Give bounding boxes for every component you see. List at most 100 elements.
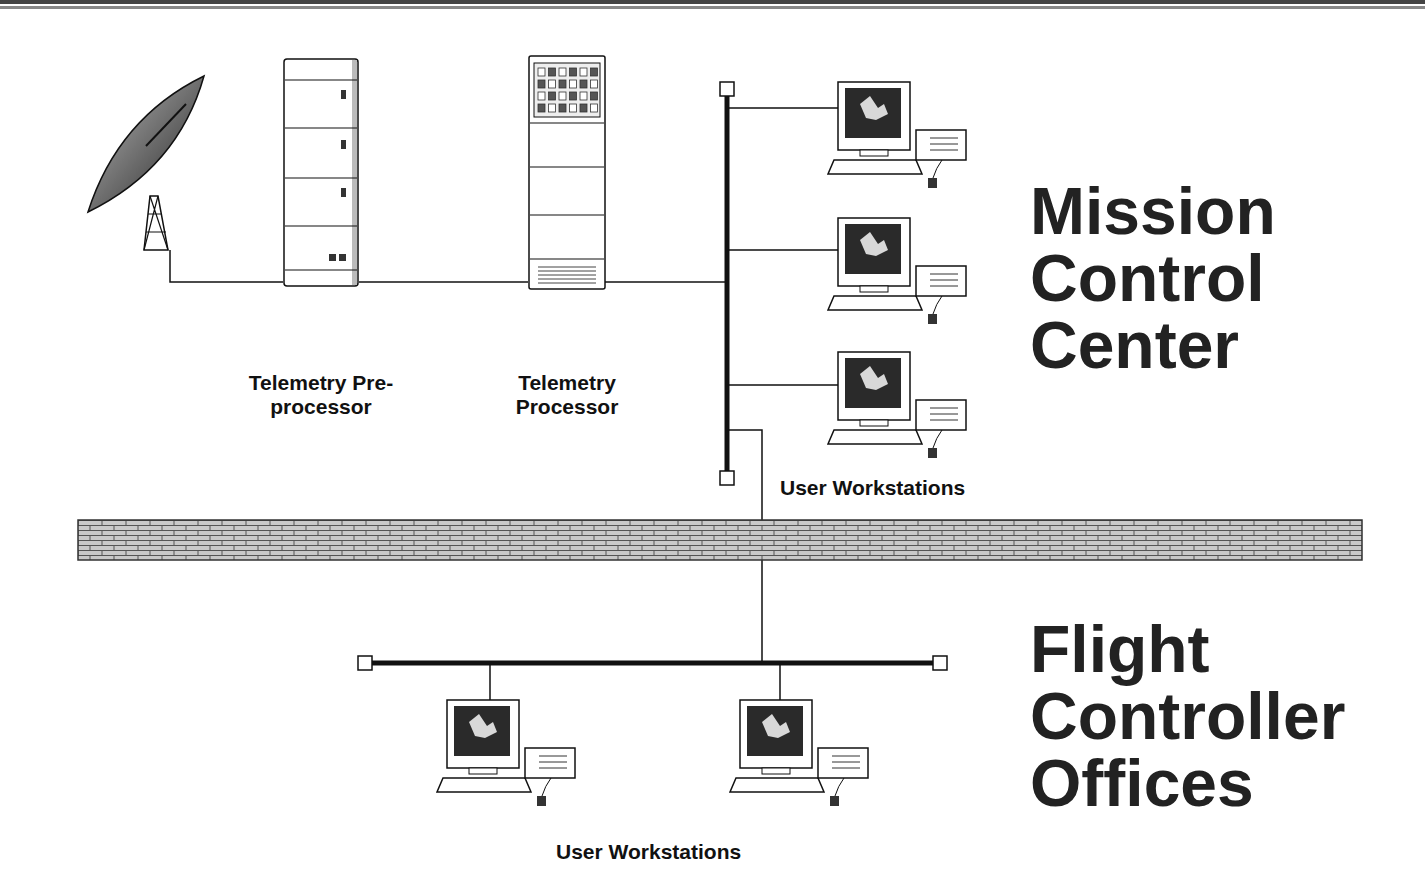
rack-outline [538, 271, 596, 272]
workstation-icon [437, 778, 531, 792]
rack-outline [285, 79, 357, 80]
workstation-icon [838, 352, 910, 420]
area-title: Mission Control Center [1030, 178, 1390, 379]
workstation-icon [539, 768, 567, 769]
rack-outline [285, 127, 357, 128]
network-bus [727, 108, 838, 385]
workstation-icon [860, 96, 888, 120]
rack-outline [538, 104, 545, 112]
rack-outline [538, 92, 545, 100]
workstation-icon [860, 366, 888, 390]
group-label: User Workstations [780, 476, 965, 500]
workstation-icon [537, 796, 546, 806]
network-bus [933, 656, 947, 670]
rack-outline [549, 104, 556, 112]
rack-outline [341, 90, 346, 99]
network-bus [720, 471, 734, 485]
area-title: Flight Controller Offices [1030, 616, 1390, 817]
workstation-icon [928, 448, 937, 458]
workstation-icon [930, 138, 958, 139]
rack-outline [538, 275, 596, 276]
workstation-icon [828, 218, 966, 324]
rack-outline [570, 80, 577, 88]
workstation-icon [916, 400, 966, 430]
rack-outline [530, 166, 604, 167]
workstation-icon [930, 420, 958, 421]
workstation-icon [860, 232, 888, 256]
network-bus [725, 95, 730, 472]
workstation-icon [740, 700, 812, 768]
rack-outline [530, 214, 604, 215]
workstation-icon [525, 748, 575, 778]
workstation-icon [845, 224, 901, 274]
workstation-icon [933, 430, 942, 448]
workstation-icon [828, 430, 922, 444]
network-bus [720, 82, 734, 96]
workstation-icon [832, 768, 860, 769]
workstation-icon [447, 700, 519, 768]
workstations [437, 82, 966, 806]
rack-outline [580, 68, 587, 76]
workstation-icon [747, 706, 803, 756]
network-bus [372, 661, 933, 666]
rack-outline [534, 63, 600, 117]
workstation-icon [762, 714, 790, 738]
rack-outline [283, 58, 359, 287]
workstation-icon [860, 150, 888, 156]
rack-outline [538, 283, 596, 284]
rack-outline [341, 188, 346, 197]
workstation-icon [933, 160, 942, 178]
rack-outline [580, 80, 587, 88]
data-link [359, 281, 528, 283]
workstation-icon [930, 414, 958, 415]
workstation-icon [730, 700, 868, 806]
rack-outline [538, 279, 596, 280]
rack-outline [591, 80, 598, 88]
workstation-icon [845, 358, 901, 408]
rack-outline [329, 254, 336, 261]
rack-outline [580, 104, 587, 112]
workstation-icon [539, 762, 567, 763]
rack-outline [530, 122, 604, 123]
workstation-icon [930, 144, 958, 145]
workstation-icon [916, 266, 966, 296]
rack-outline [529, 56, 605, 289]
satellite-dish [88, 76, 204, 212]
workstation-icon [930, 286, 958, 287]
rack-outline [570, 104, 577, 112]
workstation-icon [916, 130, 966, 160]
rack-outline [559, 80, 566, 88]
rack-outline [559, 68, 566, 76]
rack-outline [538, 68, 545, 76]
workstation-icon [933, 296, 942, 314]
rack-outline [339, 254, 346, 261]
workstation-icon [830, 796, 839, 806]
rack-outline [284, 59, 358, 286]
firewall [78, 520, 1362, 560]
workstation-icon [730, 778, 824, 792]
network-bus [358, 82, 947, 700]
rack-label: Telemetry Processor [482, 371, 652, 419]
satellite-dish [88, 76, 283, 282]
top-rule [0, 0, 1425, 4]
workstation-icon [930, 150, 958, 151]
workstation-icon [828, 160, 922, 174]
satellite-dish [146, 104, 186, 146]
workstation-icon [539, 756, 567, 757]
rack-outline [538, 80, 545, 88]
workstation-icon [469, 768, 497, 774]
rack-outline [549, 92, 556, 100]
equipment-rack: Telemetry Processor [528, 55, 606, 290]
rack-outline [559, 92, 566, 100]
satellite-dish [144, 196, 168, 250]
workstation-icon [845, 88, 901, 138]
top-rule [0, 0, 1425, 9]
workstation-icon [838, 82, 910, 150]
workstation-icon [838, 218, 910, 286]
rack-outline [570, 68, 577, 76]
workstation-icon [928, 314, 937, 324]
rack-outline [352, 60, 357, 285]
workstation-icon [928, 178, 937, 188]
rack-outline [285, 225, 357, 226]
workstation-icon [930, 280, 958, 281]
